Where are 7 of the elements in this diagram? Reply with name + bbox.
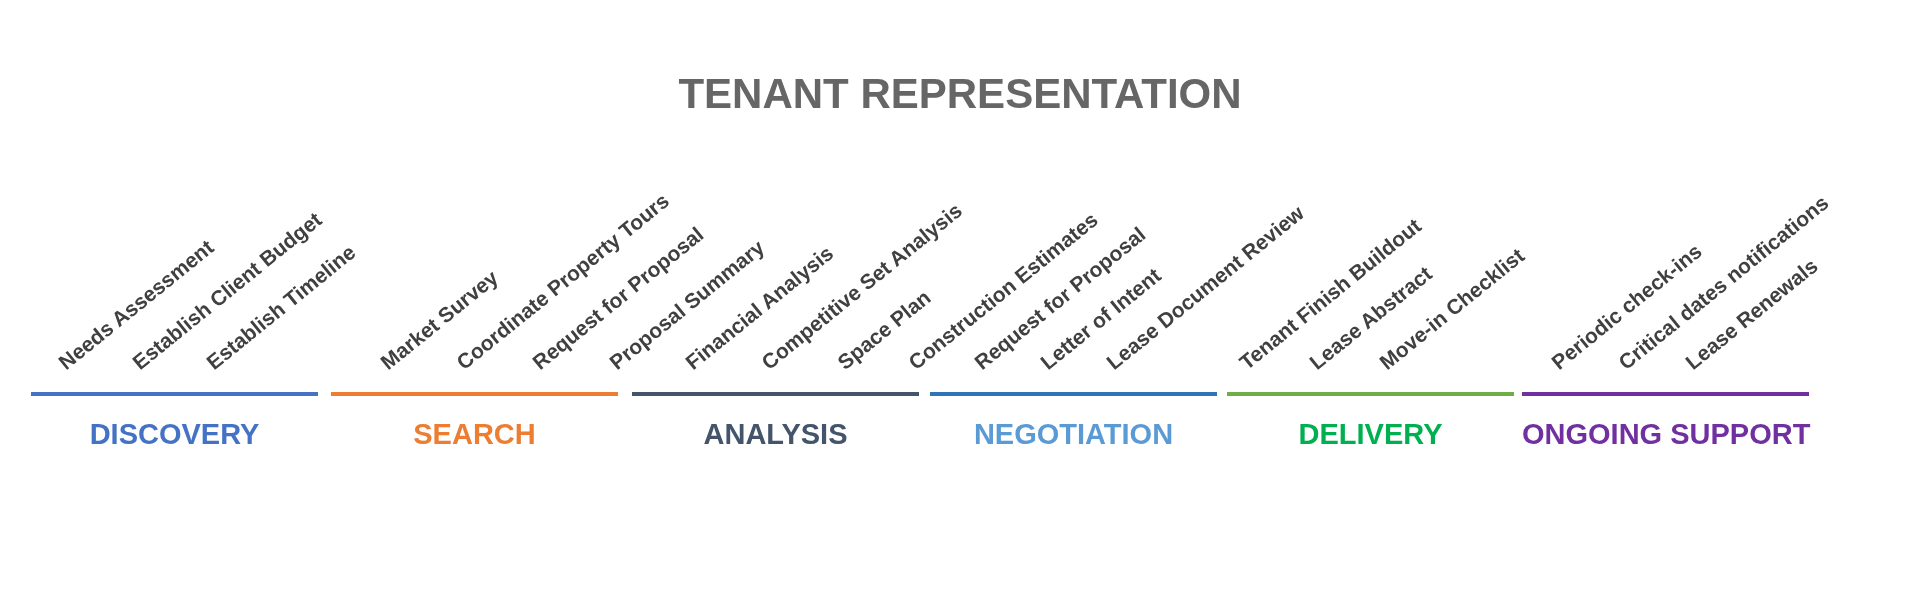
phase-heading: SEARCH xyxy=(412,418,537,451)
phase-heading: NEGOTIATION xyxy=(972,418,1175,451)
diagram-title: TENANT REPRESENTATION xyxy=(677,70,1243,118)
phase-heading: DELIVERY xyxy=(1297,418,1444,451)
phase-heading: DISCOVERY xyxy=(88,418,261,451)
phase-heading: ANALYSIS xyxy=(702,418,849,451)
phase-heading: ONGOING SUPPORT xyxy=(1522,418,1809,451)
